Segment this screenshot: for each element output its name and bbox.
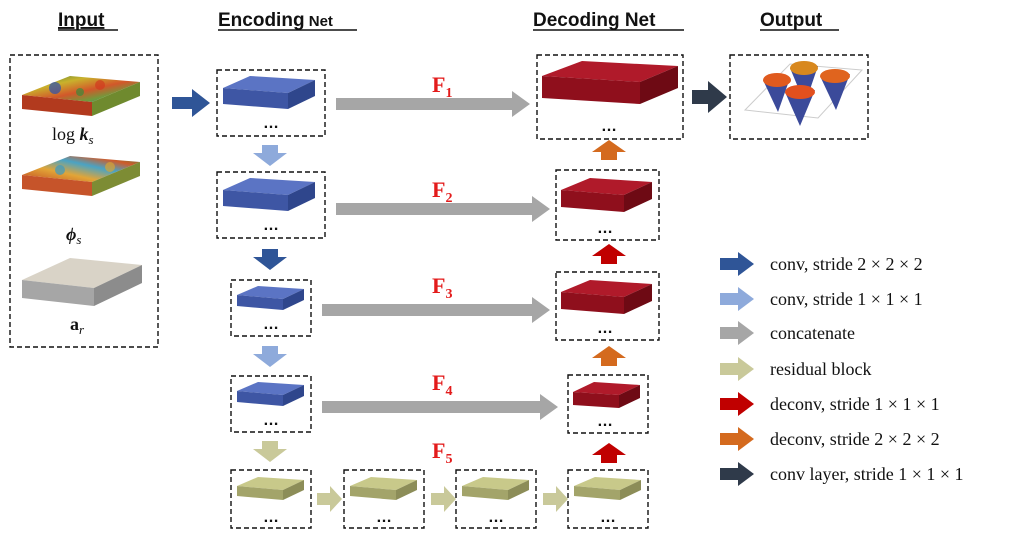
ellipsis: … (263, 115, 279, 132)
svg-text:residual block: residual block (770, 359, 871, 379)
concat-arrow-3 (322, 297, 550, 323)
deconv-stride1-arrow (592, 244, 626, 264)
residual-block-arrow (317, 486, 342, 512)
decoder-block-3 (555, 271, 660, 341)
a-r-label: ar (70, 314, 85, 337)
deconv-stride2-arrow (592, 346, 626, 366)
deconv-stride2-arrow (592, 140, 626, 160)
legend-item: deconv, stride 1 × 1 × 1 (720, 392, 940, 416)
f2-label: F2 (432, 177, 452, 206)
ellipsis: … (263, 412, 279, 429)
input-header: Input (58, 10, 105, 31)
ellipsis: … (597, 413, 613, 430)
residual-block-arrow (431, 486, 456, 512)
conv-stride2-arrow (172, 89, 210, 117)
ellipsis: … (263, 316, 279, 333)
svg-text:deconv, stride 2 × 2 × 2: deconv, stride 2 × 2 × 2 (770, 429, 940, 449)
concat-arrow-1 (336, 91, 530, 117)
residual-block-arrow (543, 486, 568, 512)
well-field (22, 258, 142, 306)
encoder-feature-2 (223, 178, 315, 211)
arrow-right-icon (720, 287, 754, 311)
encoder-block-1 (216, 69, 326, 137)
ellipsis: … (263, 217, 279, 234)
input-box (9, 54, 159, 348)
ellipsis: … (597, 320, 613, 337)
output-conv-arrow (692, 81, 727, 113)
decoder-feature-2 (561, 178, 652, 212)
encoder-block-4 (230, 375, 312, 433)
concat-arrow-4 (322, 394, 558, 420)
encoder-feature-1 (223, 76, 315, 109)
arrow-right-icon (720, 392, 754, 416)
arrow-right-icon (720, 321, 754, 345)
residual-block-1 (230, 469, 312, 529)
residual-row: … … … … (230, 469, 649, 529)
deconv-stride1-arrow (592, 443, 626, 463)
phi-label: ϕs (66, 224, 81, 247)
legend: conv, stride 2 × 2 × 2 conv, stride 1 × … (720, 252, 964, 486)
legend-item: conv, stride 1 × 1 × 1 (720, 287, 923, 311)
legend-item: residual block (720, 357, 871, 381)
decoding-net-header: Decoding Net (533, 10, 656, 31)
ellipsis: … (597, 220, 613, 237)
svg-text:conv, stride 1 × 1 × 1: conv, stride 1 × 1 × 1 (770, 289, 923, 309)
legend-item: concatenate (720, 321, 855, 345)
decoder-block-4 (567, 374, 649, 434)
decoder-feature-1 (542, 61, 678, 104)
svg-text:conv, stride 2 × 2 × 2: conv, stride 2 × 2 × 2 (770, 254, 923, 274)
legend-item: conv layer, stride 1 × 1 × 1 (720, 462, 964, 486)
decoder-block-1 (536, 54, 684, 140)
output-pressure-cones (743, 61, 864, 126)
f4-label: F4 (432, 370, 452, 399)
decoder-feature-3 (561, 280, 652, 314)
encoder-feature-4 (237, 382, 304, 406)
legend-item: conv, stride 2 × 2 × 2 (720, 252, 923, 276)
encoder-feature-3 (237, 286, 304, 310)
residual-block-2 (343, 469, 425, 529)
legend-item: deconv, stride 2 × 2 × 2 (720, 427, 940, 451)
ellipsis: … (376, 509, 392, 526)
f3-label: F3 (432, 273, 452, 302)
residual-block-arrow (253, 441, 287, 462)
arrow-right-icon (720, 252, 754, 276)
encoder-block-2 (216, 171, 326, 239)
arrow-right-icon (720, 462, 754, 486)
svg-text:concatenate: concatenate (770, 323, 855, 343)
output-box (729, 54, 869, 140)
log-k-label: log ks (52, 124, 94, 147)
ellipsis: … (263, 509, 279, 526)
svg-text:conv layer, stride 1 × 1 × 1: conv layer, stride 1 × 1 × 1 (770, 464, 964, 484)
ellipsis: … (601, 118, 617, 135)
output-header: Output (760, 10, 823, 31)
encoding-net-header: Encoding Net (218, 10, 333, 31)
arrow-right-icon (720, 357, 754, 381)
residual-block-4 (567, 469, 649, 529)
decoder-feature-4 (573, 382, 640, 408)
arrow-right-icon (720, 427, 754, 451)
svg-text:deconv, stride 1 × 1 × 1: deconv, stride 1 × 1 × 1 (770, 394, 940, 414)
encoder-block-3 (230, 279, 312, 337)
residual-block-3 (455, 469, 537, 529)
conv-stride2-arrow (253, 249, 287, 270)
log-permeability-field (22, 76, 140, 116)
porosity-field (22, 156, 140, 196)
ellipsis: … (600, 509, 616, 526)
conv-stride1-arrow (253, 346, 287, 367)
f1-label: F1 (432, 72, 452, 101)
ellipsis: … (488, 509, 504, 526)
decoder-block-2 (555, 169, 660, 241)
f5-label: F5 (432, 438, 452, 467)
conv-stride1-arrow (253, 145, 287, 166)
concat-arrow-2 (336, 196, 550, 222)
